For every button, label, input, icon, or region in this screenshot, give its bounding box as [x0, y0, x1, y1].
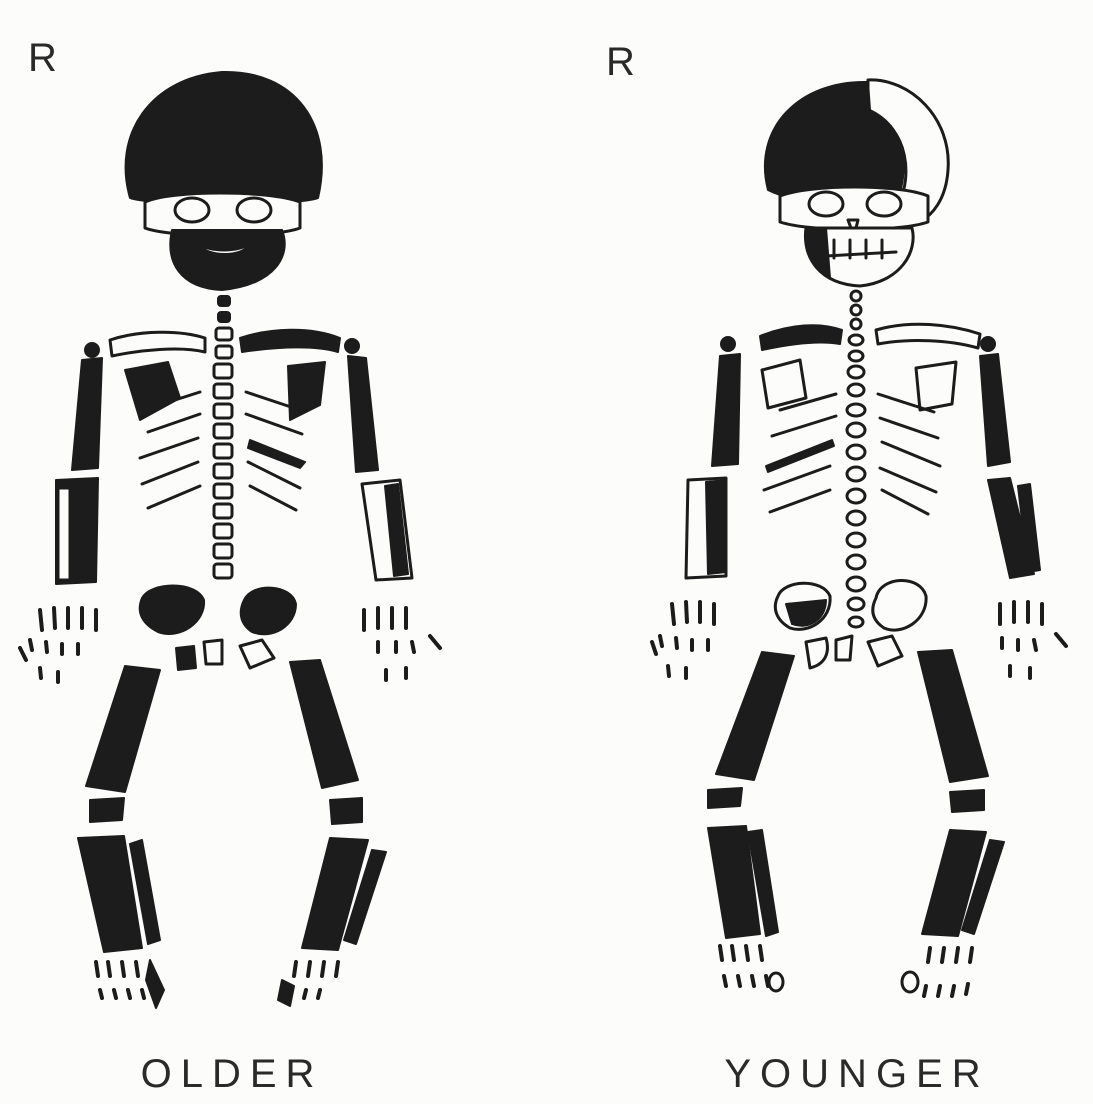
older-pubis-right	[176, 646, 196, 670]
younger-humerus-left	[980, 354, 1010, 466]
older-vertebral-column	[214, 296, 232, 578]
older-cranium	[126, 72, 322, 204]
older-pubis-left	[240, 640, 274, 668]
older-left-orbit	[175, 198, 209, 222]
caption-younger: YOUNGER	[672, 1052, 1042, 1096]
older-clavicle-left	[240, 330, 340, 352]
younger-foot-right	[720, 946, 783, 991]
older-ilium-right	[140, 586, 204, 634]
younger-clavicle-right	[760, 325, 842, 350]
older-humerus-right	[72, 358, 102, 470]
younger-hand-right	[652, 602, 714, 678]
younger-left-orbit	[809, 192, 843, 216]
younger-vertebral-column	[847, 291, 865, 627]
skeleton-older	[20, 72, 440, 1008]
older-foot-left	[278, 962, 338, 1006]
older-hand-right	[20, 608, 96, 682]
younger-hand-left	[1000, 602, 1066, 678]
younger-pubis-right	[806, 638, 827, 668]
younger-scapula-right	[762, 360, 806, 408]
older-femur-left	[290, 660, 358, 788]
younger-pubis-left	[868, 636, 902, 666]
caption-older: OLDER	[92, 1052, 372, 1096]
younger-right-orbit	[867, 192, 901, 216]
older-clavicle-right	[110, 332, 205, 356]
younger-femur-right	[716, 652, 794, 780]
younger-humerus-right	[712, 354, 740, 466]
older-ilium-left	[241, 588, 296, 635]
older-right-orbit	[237, 198, 271, 222]
older-scapula-left	[288, 362, 325, 420]
older-femur-right	[86, 666, 160, 792]
older-scapula-right	[125, 362, 180, 420]
older-hand-left	[364, 608, 440, 680]
younger-ilium-left	[873, 580, 926, 630]
older-humerus-left	[348, 356, 378, 472]
younger-scapula-left	[916, 362, 956, 410]
younger-foot-left	[902, 948, 972, 996]
younger-clavicle-left	[876, 324, 980, 348]
older-foot-right	[96, 960, 164, 1008]
younger-femur-left	[918, 650, 988, 782]
skeleton-younger	[652, 80, 1066, 996]
older-mandible	[170, 230, 284, 290]
